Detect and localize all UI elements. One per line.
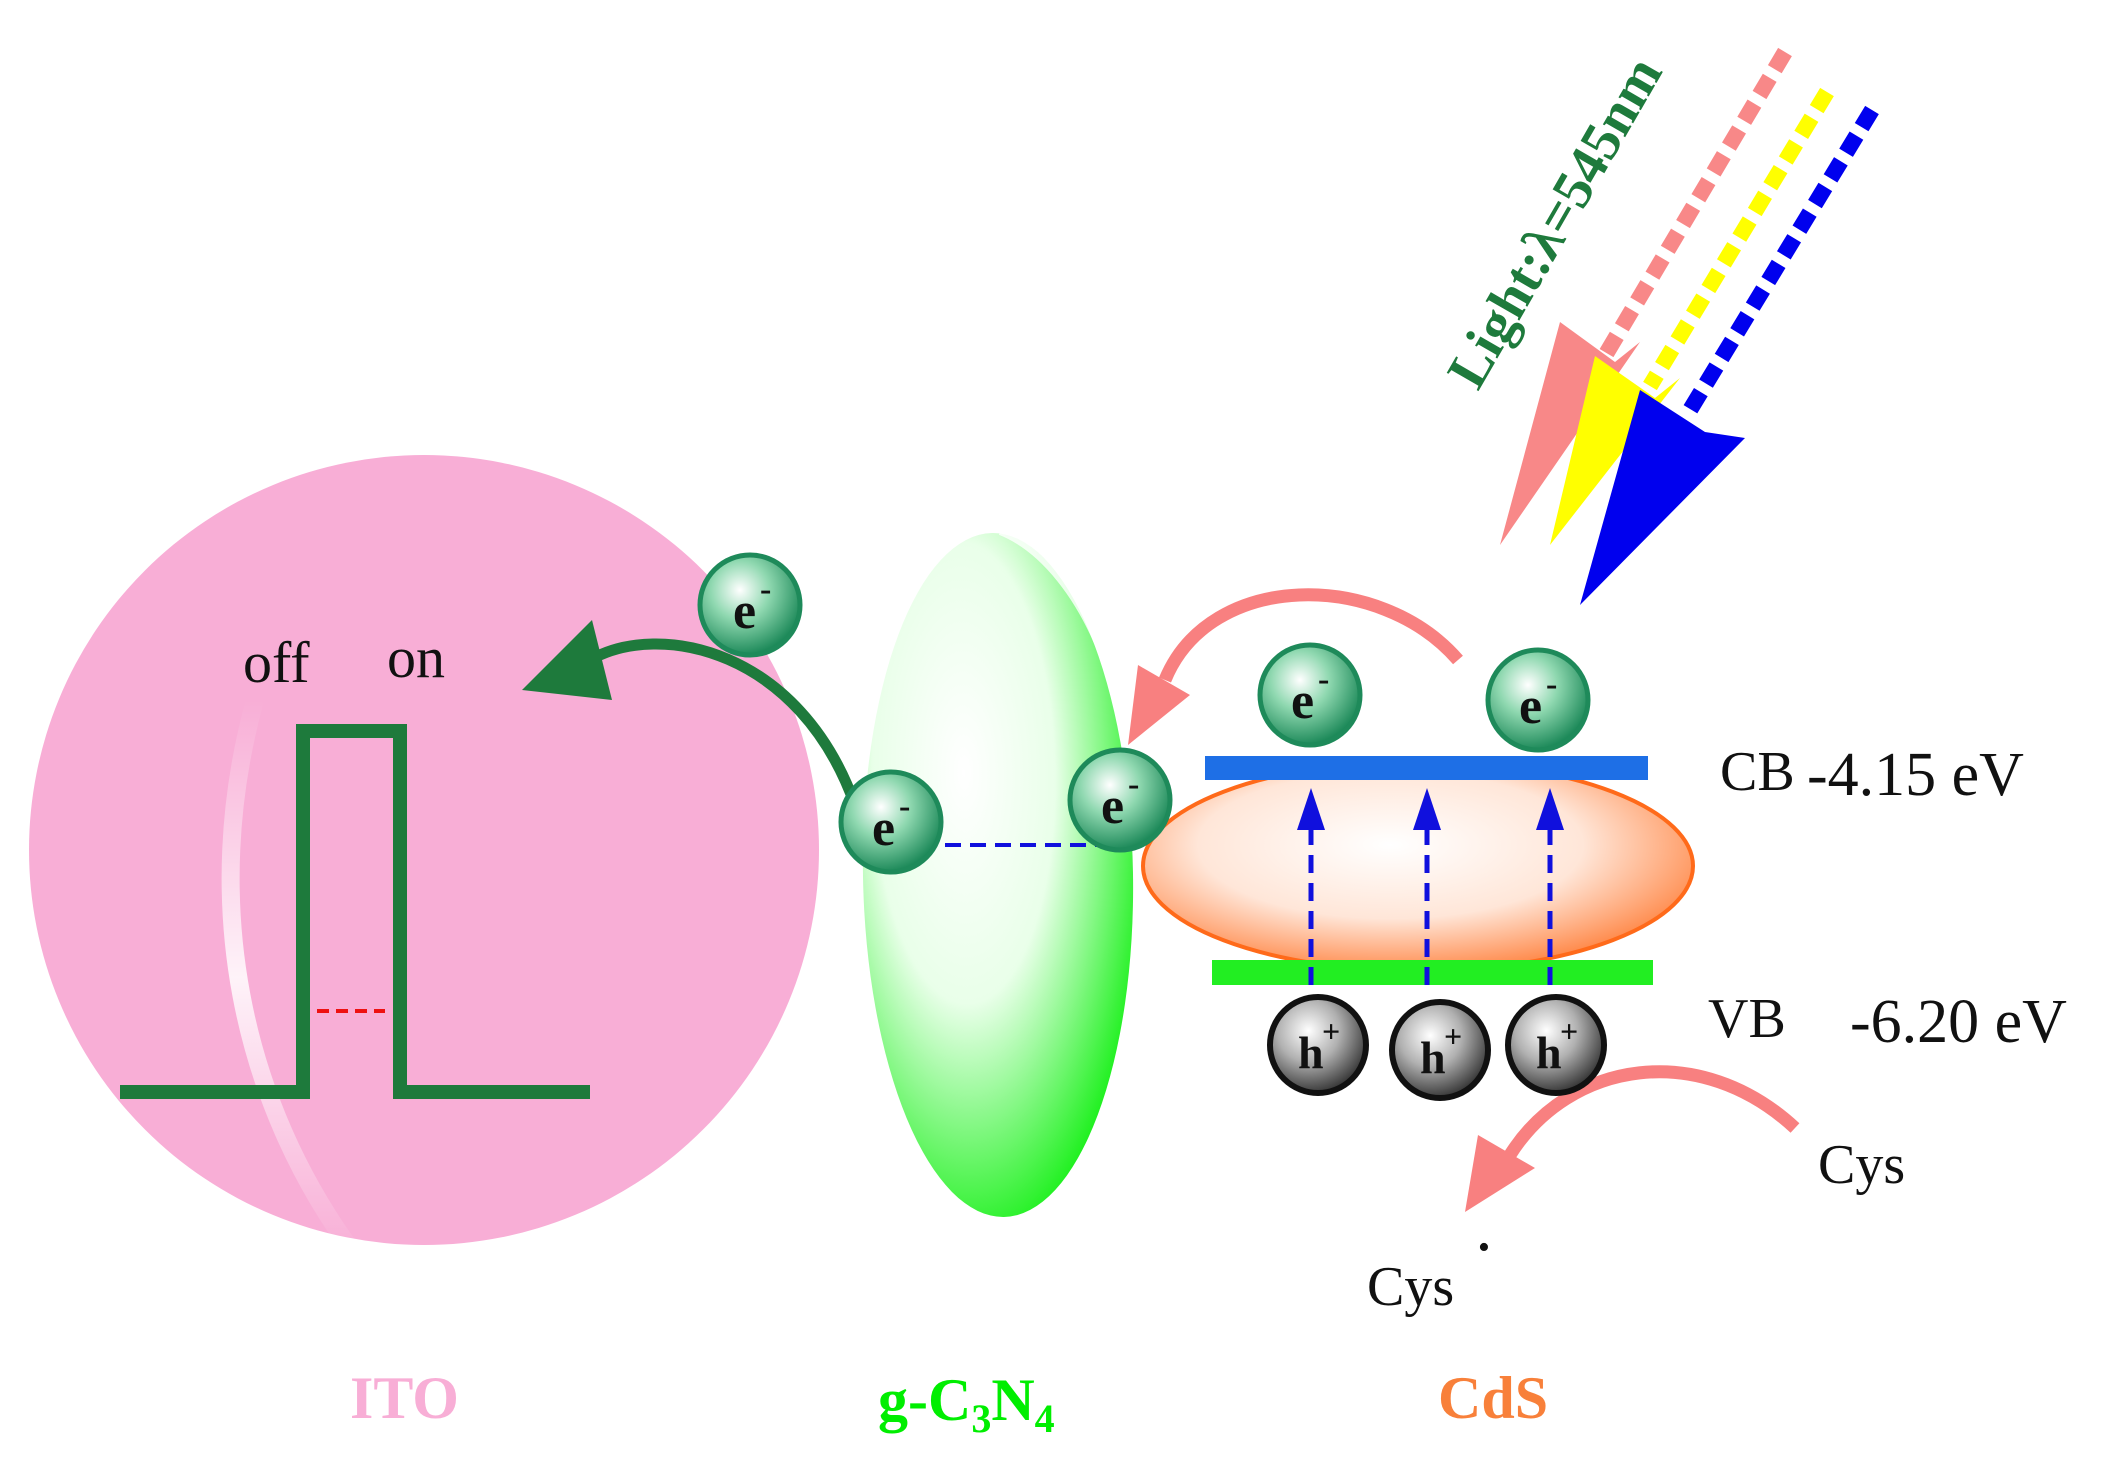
- light-head-blue: [1580, 390, 1745, 605]
- vb-label: VB: [1708, 988, 1786, 1050]
- curve-arrow-head: [522, 620, 612, 700]
- gcn-highlight: [998, 529, 1103, 652]
- curve-arrow-shaft: [587, 638, 861, 807]
- ito-highlight: [221, 697, 363, 1261]
- electron-sphere: [1485, 647, 1591, 753]
- gcn-ellipse: [862, 533, 1134, 1217]
- electron-gcn-left: e -: [838, 769, 944, 875]
- hole-charge: +: [1560, 1013, 1578, 1049]
- electron-charge: -: [899, 788, 910, 825]
- electron-ito: e -: [697, 552, 803, 658]
- electron-symbol: e: [872, 800, 895, 857]
- electron-cds-left: e -: [1257, 642, 1363, 748]
- hole-sphere: [1389, 999, 1491, 1101]
- cys-label: Cys: [1818, 1134, 1905, 1196]
- electron-charge: -: [760, 571, 771, 608]
- photocurrent-signal: [120, 724, 590, 1099]
- light-rays: [1500, 47, 1879, 605]
- electron-cds-right: e -: [1485, 647, 1591, 753]
- electron-symbol: e: [1291, 673, 1314, 730]
- valence-band: [1212, 960, 1653, 985]
- hole-1: h +: [1267, 994, 1369, 1096]
- conduction-band: [1205, 756, 1648, 780]
- hole-2: h +: [1389, 999, 1491, 1101]
- hole-symbol: h: [1536, 1027, 1562, 1078]
- cys-radical-label: Cys: [1367, 1256, 1454, 1318]
- electron-charge: -: [1546, 666, 1557, 703]
- gcn-label: g-C3N4: [878, 1367, 1055, 1441]
- cds-to-gcn-arrow: [1128, 588, 1463, 745]
- electron-sphere: [1257, 642, 1363, 748]
- cds-label: CdS: [1438, 1365, 1548, 1431]
- cds-particle: [1141, 759, 1695, 973]
- excitation-arrowhead-1: [1297, 788, 1325, 830]
- electron-gcn-right: e -: [1067, 747, 1173, 853]
- hole-symbol: h: [1298, 1027, 1324, 1078]
- on-label: on: [387, 625, 445, 690]
- excitation-arrowhead-2: [1413, 788, 1441, 830]
- electron-sphere: [697, 552, 803, 658]
- gcn-label-prefix: g-C: [878, 1367, 971, 1433]
- electron-charge: -: [1318, 661, 1329, 698]
- hole-charge: +: [1322, 1013, 1340, 1049]
- transfer-to-ito-arrow: [522, 620, 861, 807]
- ito-electrode: [29, 455, 819, 1261]
- electron-sphere: [1067, 747, 1173, 853]
- hole-charge: +: [1444, 1018, 1462, 1054]
- hole-sphere: [1267, 994, 1369, 1096]
- cys-radical-dot: •: [1478, 1229, 1490, 1266]
- ito-sphere: [29, 455, 819, 1245]
- cys-oxidation-arrow: [1465, 1065, 1800, 1212]
- gcn-label-mid: N: [991, 1367, 1034, 1433]
- hole-sphere: [1505, 994, 1607, 1096]
- cb-label: CB: [1720, 741, 1795, 803]
- gcn-layer: [862, 529, 1134, 1217]
- cds-ellipse: [1141, 759, 1695, 973]
- hole-3: h +: [1505, 994, 1607, 1096]
- gcn-label-sub1: 3: [971, 1396, 991, 1441]
- excitation-arrows: [1297, 788, 1564, 985]
- cds-arrow-shaft: [1158, 588, 1463, 683]
- electron-symbol: e: [1101, 778, 1124, 835]
- cys-arrow-shaft: [1504, 1065, 1800, 1159]
- ito-label: ITO: [350, 1365, 459, 1431]
- vb-energy: -6.20 eV: [1850, 988, 2067, 1056]
- electron-symbol: e: [1519, 678, 1542, 735]
- light-ray-yellow: [1643, 87, 1834, 391]
- cys-arrow-head: [1465, 1135, 1535, 1212]
- cb-energy: -4.15 eV: [1807, 741, 2024, 809]
- signal-trace: [120, 724, 590, 1099]
- cds-arrow-head: [1128, 665, 1190, 745]
- off-label: off: [243, 630, 310, 695]
- electron-sphere: [838, 769, 944, 875]
- excitation-arrowhead-3: [1536, 788, 1564, 830]
- hole-symbol: h: [1420, 1032, 1446, 1083]
- electron-symbol: e: [733, 583, 756, 640]
- gcn-label-sub2: 4: [1035, 1396, 1055, 1441]
- electron-charge: -: [1128, 766, 1139, 803]
